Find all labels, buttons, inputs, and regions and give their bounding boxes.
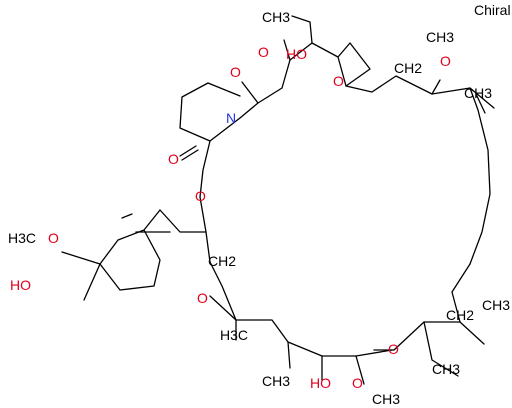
atom-labels: Chiral O O HO O N O O O O O O HO HO O CH… [8, 2, 511, 407]
o-ketone-1: O [258, 44, 269, 60]
ch3-right-lower: CH3 [482, 297, 510, 313]
o-ketone-3: O [197, 290, 208, 306]
o-ester-ring: O [168, 151, 179, 167]
ch3-bottom-left: CH3 [262, 373, 290, 389]
o-ester-carbonyl: O [230, 64, 241, 80]
ch2-middle: CH2 [208, 253, 236, 269]
oh-hemiketal: HO [286, 46, 307, 62]
ch3-bottom-right: CH3 [432, 361, 460, 377]
o-ketone-4: O [388, 341, 399, 357]
o-methoxy-bottom: O [352, 375, 363, 391]
oh-cyclohexyl: HO [10, 277, 31, 293]
o-methoxy-left: O [48, 230, 59, 246]
oh-lower: HO [310, 375, 331, 391]
o-methoxy-top: O [440, 53, 451, 69]
stereo-note: Chiral [474, 2, 511, 18]
h3c-lower-left: H3C [220, 327, 248, 343]
n-piperidine: N [226, 110, 236, 126]
o-ketone-2: O [195, 188, 206, 204]
ch3-methyl-right: CH3 [464, 85, 492, 101]
bond-skeleton [61, 15, 495, 385]
ch3-methoxy-bottom: CH3 [372, 391, 400, 407]
h3c-methoxy-left: H3C [8, 230, 36, 246]
ch2-right: CH2 [446, 307, 474, 323]
ch2-top: CH2 [394, 60, 422, 76]
o-ring-ether: O [333, 73, 344, 89]
ch3-top-left: CH3 [262, 9, 290, 25]
ch3-top-right: CH3 [426, 29, 454, 45]
